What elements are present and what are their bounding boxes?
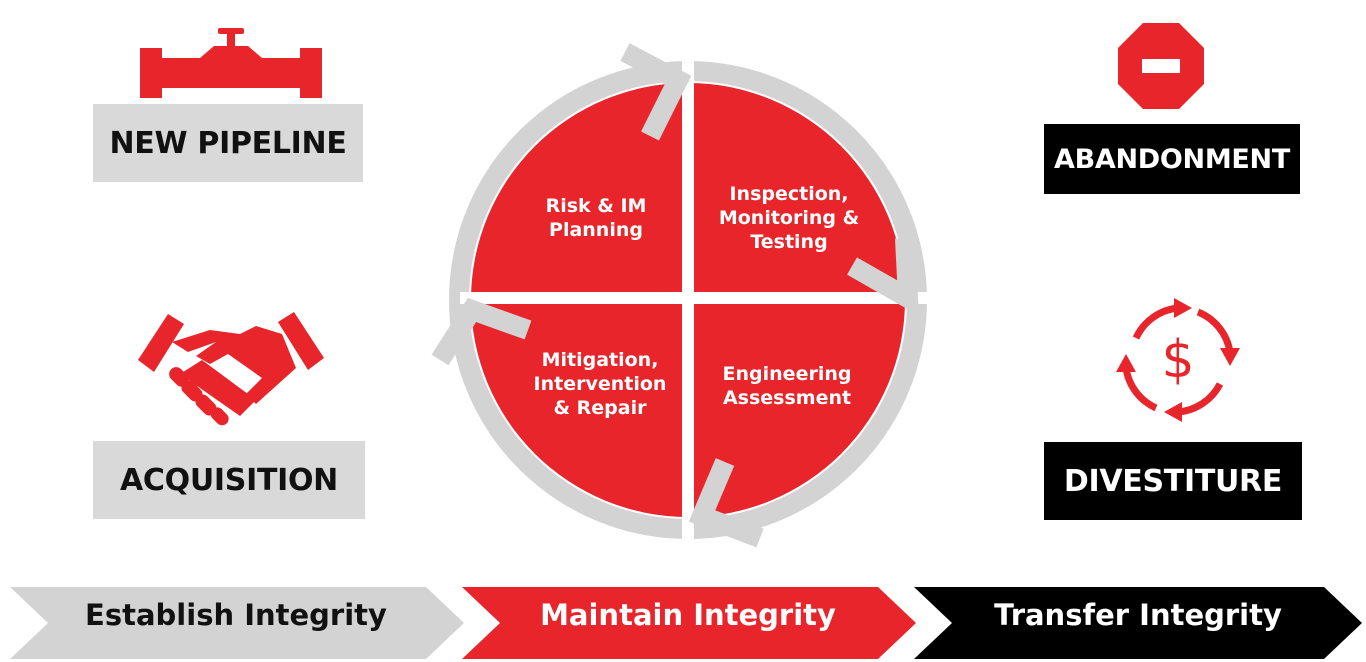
quadrant-mitigation-repair: Mitigation, Intervention & Repair [533, 349, 667, 419]
stage-transfer-label: Transfer Integrity [994, 598, 1282, 632]
chevron-maintain [462, 587, 916, 659]
arrow-left [431, 297, 532, 366]
divestiture-label: DIVESTITURE [1044, 442, 1302, 520]
quadrant-inspection-testing: Inspection, Monitoring & Testing [718, 183, 860, 253]
stage-maintain-label: Maintain Integrity [540, 598, 836, 632]
quadrant-engineering-assessment: Engineering Assessment [722, 363, 852, 409]
stop-sign-icon [1118, 23, 1204, 109]
dollar-cycle-icon: $ [1116, 298, 1240, 422]
abandonment-label: ABANDONMENT [1044, 124, 1300, 194]
stage-establish-label: Establish Integrity [85, 598, 387, 632]
handshake-icon [138, 312, 324, 426]
chevron-establish [10, 587, 464, 659]
stage-chevrons [10, 587, 1362, 659]
dollar-sign: $ [1161, 330, 1194, 390]
new-pipeline-label: NEW PIPELINE [93, 104, 363, 182]
pipeline-valve-icon [140, 28, 322, 98]
chevron-transfer [914, 587, 1362, 659]
integrity-cycle-diagram [431, 43, 930, 550]
arrow-right [847, 237, 919, 316]
arrow-top [620, 43, 692, 141]
arrow-bottom [688, 458, 764, 548]
quadrant-risk-planning: Risk & IM Planning [545, 195, 647, 241]
acquisition-label: ACQUISITION [93, 441, 365, 519]
